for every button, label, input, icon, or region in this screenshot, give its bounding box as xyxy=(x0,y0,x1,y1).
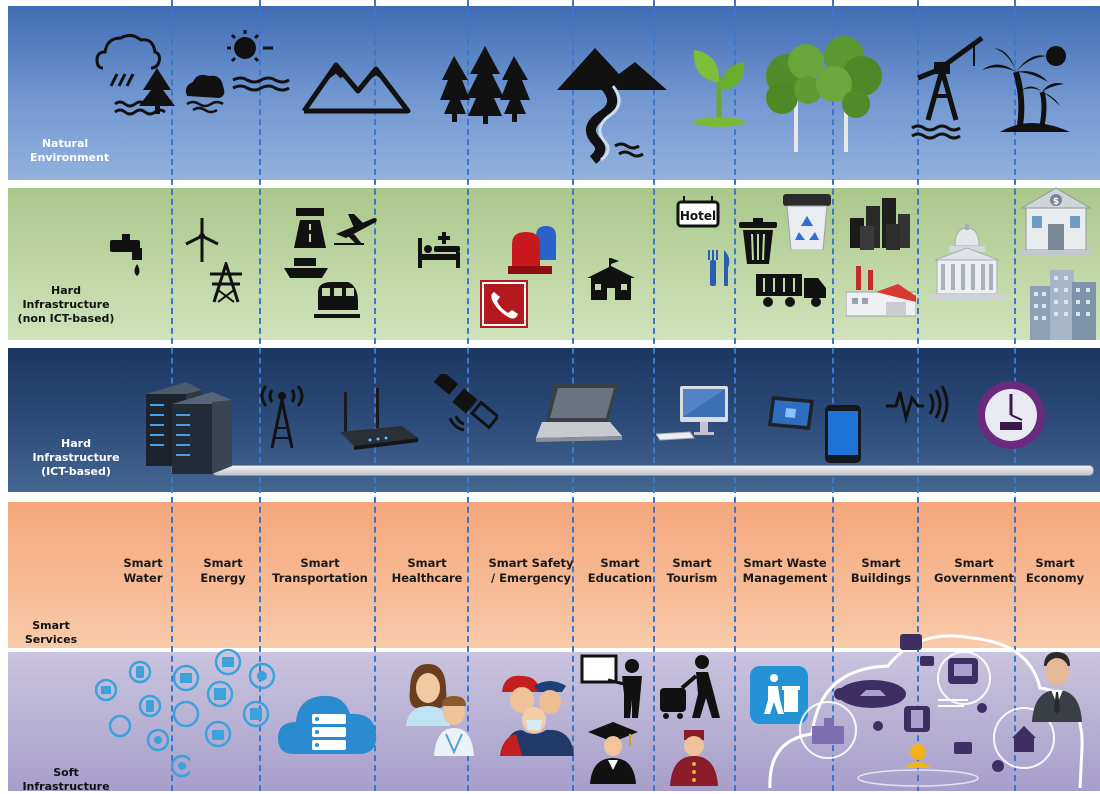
businessman-icon xyxy=(1032,652,1082,722)
service-smart-government: Smart Government xyxy=(934,556,1014,585)
water-apps-icon-cluster xyxy=(94,660,190,778)
service-smart-education: Smart Education xyxy=(587,556,653,585)
healthcare-staff-icon xyxy=(406,664,474,756)
soft-infrastructure-label: Soft Infrastructure xyxy=(22,766,110,793)
column-divider xyxy=(734,0,736,791)
tablet-icon xyxy=(768,396,814,430)
radio-tower-icon xyxy=(260,385,304,449)
ferry-icon xyxy=(284,258,328,278)
service-smart-safety-emergency: Smart Safety / Emergency xyxy=(488,556,574,585)
teacher-icon xyxy=(580,654,642,718)
network-backbone-pipe xyxy=(212,465,1094,476)
palm-island-icon xyxy=(982,46,1070,132)
column-divider xyxy=(917,0,919,791)
smart-services-label: Smart Services xyxy=(24,619,78,646)
water-tap-icon xyxy=(110,234,142,276)
desktop-computer-icon xyxy=(656,386,728,441)
power-pylon-icon xyxy=(210,262,242,303)
graduate-icon xyxy=(588,722,638,784)
waste-disposal-app-icon xyxy=(750,666,808,724)
column-divider xyxy=(653,0,655,791)
column-divider xyxy=(259,0,261,791)
server-rack-icon xyxy=(146,382,232,474)
office-towers-icon xyxy=(1030,270,1096,340)
svg-text:Hotel: Hotel xyxy=(680,209,716,223)
bank-building-icon: $ xyxy=(1020,187,1092,256)
column-divider xyxy=(374,0,376,791)
service-smart-waste-management: Smart Waste Management xyxy=(742,556,828,585)
seedling-icon xyxy=(693,50,745,127)
emergency-responders-icon xyxy=(500,675,574,756)
signal-sensor-icon xyxy=(886,385,949,424)
bellboy-icon xyxy=(670,730,718,786)
energy-apps-icon-cluster xyxy=(172,648,276,748)
wind-turbine-icon xyxy=(185,218,219,262)
hotel-sign-icon: Hotel xyxy=(676,196,720,228)
train-icon xyxy=(314,282,360,318)
siren-icon xyxy=(508,226,556,274)
service-smart-energy: Smart Energy xyxy=(200,556,246,585)
cloud-storage-icon xyxy=(278,695,377,754)
mountains-icon xyxy=(301,62,411,114)
river-valley-icon xyxy=(557,48,667,164)
government-building-icon xyxy=(929,224,1005,300)
trees-icon xyxy=(766,36,882,152)
satellite-icon xyxy=(434,374,498,432)
service-smart-economy: Smart Economy xyxy=(1025,556,1085,585)
factory-icon xyxy=(846,266,916,317)
service-smart-transportation: Smart Transportation xyxy=(272,556,368,585)
hard-infrastructure-non-ict-label: Hard Infrastructure (non ICT-based) xyxy=(17,284,115,325)
rain-forest-water-icon xyxy=(95,33,175,116)
smartphone-icon xyxy=(825,405,861,463)
natural-environment-label: Natural Environment xyxy=(30,137,110,164)
service-smart-healthcare: Smart Healthcare xyxy=(391,556,463,585)
city-blocks-icon xyxy=(850,198,910,250)
service-smart-tourism: Smart Tourism xyxy=(666,556,718,585)
restaurant-cutlery-icon xyxy=(708,250,730,286)
smart-meter-icon xyxy=(977,381,1045,449)
laptop-icon xyxy=(536,384,622,442)
wifi-router-icon xyxy=(340,388,418,450)
port-crane-icon xyxy=(911,35,984,140)
trash-bin-icon xyxy=(739,218,777,264)
column-divider xyxy=(832,0,834,791)
school-building-icon xyxy=(587,258,635,300)
airplane-icon xyxy=(334,214,377,245)
recycle-bin-icon xyxy=(783,194,831,250)
hospital-bed-icon xyxy=(418,232,460,268)
svg-text:$: $ xyxy=(1053,197,1059,207)
forest-icon xyxy=(440,46,530,124)
emergency-phone-icon xyxy=(480,280,528,328)
garbage-truck-icon xyxy=(756,274,826,307)
hard-infrastructure-ict-label: Hard Infrastructure (ICT-based) xyxy=(32,437,120,478)
service-smart-water: Smart Water xyxy=(123,556,163,585)
traveler-icon xyxy=(660,655,720,719)
service-smart-buildings: Smart Buildings xyxy=(850,556,912,585)
highway-icon xyxy=(294,208,326,248)
sun-cloud-sea-icon xyxy=(185,30,290,114)
